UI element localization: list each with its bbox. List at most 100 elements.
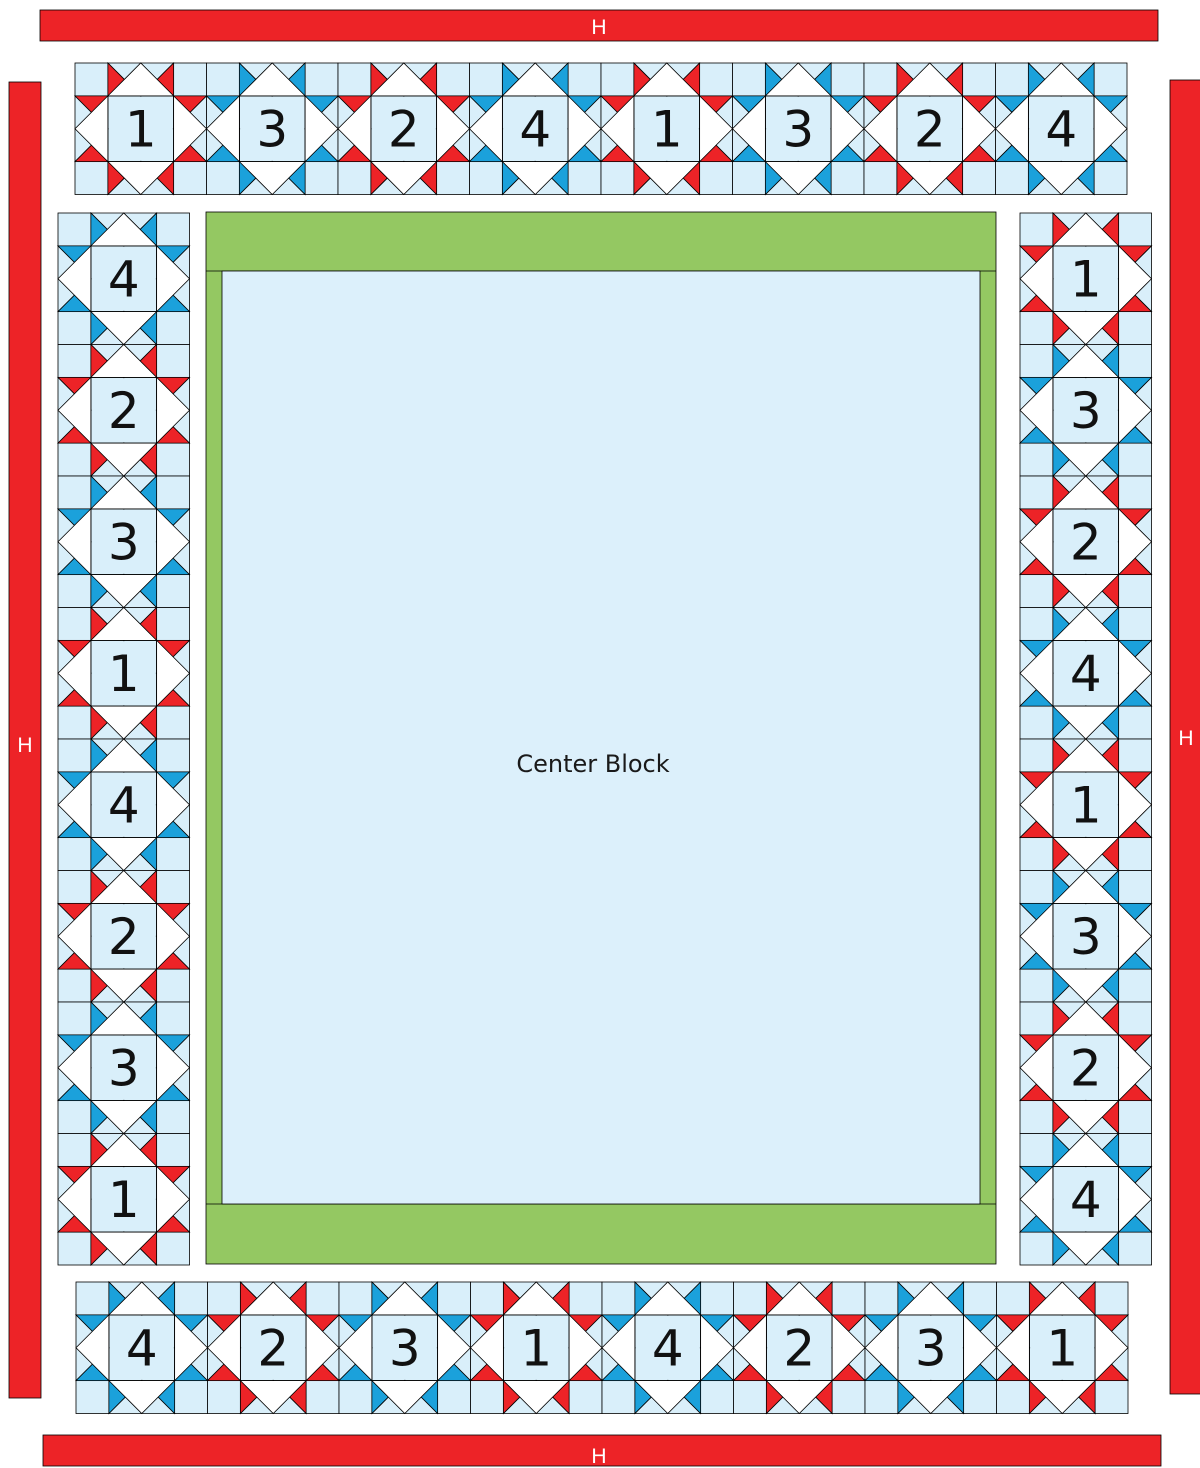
star-block-number: 3 [782,101,814,159]
star-block-number: 3 [108,1040,140,1098]
corner-square [568,63,601,96]
star-block: 4 [602,1282,734,1414]
corner-square [1020,608,1053,641]
corner-square [58,575,91,608]
corner-square [438,1282,471,1315]
corner-square [734,1381,767,1414]
sashing-right-label: H [1178,727,1193,750]
corner-square [601,162,634,195]
star-block: 2 [1020,476,1152,608]
corner-square [76,1381,109,1414]
corner-square [1020,443,1053,476]
star-block-number: 1 [651,101,683,159]
corner-square [601,63,634,96]
star-block: 3 [58,476,190,608]
star-block-number: 3 [389,1320,421,1378]
corner-square [1020,969,1053,1002]
corner-square [602,1381,635,1414]
star-block-number: 3 [1070,908,1102,966]
sashing-top-label: H [591,16,606,39]
star-block: 1 [471,1282,603,1414]
corner-square [174,162,207,195]
corner-square [700,162,733,195]
star-block: 3 [58,1002,190,1134]
corner-square [1119,706,1152,739]
corner-square [157,706,190,739]
sashing-left-label: H [17,734,32,757]
star-block-number: 1 [108,645,140,703]
corner-square [1020,706,1053,739]
corner-square [157,575,190,608]
corner-square [832,1282,865,1315]
center-block [222,271,980,1204]
star-block: 1 [58,608,190,740]
corner-square [1119,345,1152,378]
corner-square [733,63,766,96]
corner-square [1020,739,1053,772]
corner-square [305,162,338,195]
corner-square [157,969,190,1002]
border-left: 42314231 [58,213,190,1265]
corner-square [75,162,108,195]
corner-square [864,63,897,96]
corner-square [831,63,864,96]
star-block: 4 [58,213,190,345]
star-block-number: 2 [388,101,420,159]
corner-square [1020,213,1053,246]
corner-square [1119,575,1152,608]
star-block: 1 [601,63,733,195]
star-block-number: 4 [1045,101,1077,159]
corner-square [157,1101,190,1134]
star-block: 4 [58,739,190,871]
corner-square [1119,312,1152,345]
corner-square [964,1381,997,1414]
corner-square [1020,345,1053,378]
star-block-number: 4 [1070,1171,1102,1229]
corner-square [1094,63,1127,96]
corner-square [58,1002,91,1035]
corner-square [1119,1134,1152,1167]
star-block: 3 [1020,871,1152,1003]
center-block-label: Center Block [516,750,669,778]
star-block-number: 1 [520,1320,552,1378]
border-bottom: 42314231 [76,1282,1128,1414]
corner-square [58,871,91,904]
corner-square [437,162,470,195]
star-block-number: 1 [125,101,157,159]
star-block-number: 4 [108,777,140,835]
corner-square [701,1282,734,1315]
corner-square [1020,1002,1053,1035]
star-block-number: 1 [1070,777,1102,835]
corner-square [1020,871,1053,904]
star-block: 3 [865,1282,997,1414]
corner-square [58,1232,91,1265]
corner-square [602,1282,635,1315]
star-block: 4 [76,1282,208,1414]
corner-square [733,162,766,195]
corner-square [569,1381,602,1414]
corner-square [701,1381,734,1414]
corner-square [157,1134,190,1167]
star-block-number: 3 [256,101,288,159]
corner-square [1119,871,1152,904]
star-block: 2 [1020,1002,1152,1134]
corner-square [157,1002,190,1035]
star-block: 2 [734,1282,866,1414]
corner-square [734,1282,767,1315]
star-block-number: 1 [1070,251,1102,309]
star-block-number: 4 [108,251,140,309]
corner-square [58,1134,91,1167]
star-block: 1 [1020,739,1152,871]
star-block-number: 3 [1070,382,1102,440]
star-block: 2 [208,1282,340,1414]
corner-square [470,63,503,96]
star-block: 1 [75,63,207,195]
corner-square [338,162,371,195]
star-block: 3 [339,1282,471,1414]
border-right: 13241324 [1020,213,1152,1265]
corner-square [338,63,371,96]
corner-square [58,706,91,739]
corner-square [1020,1134,1053,1167]
corner-square [58,838,91,871]
